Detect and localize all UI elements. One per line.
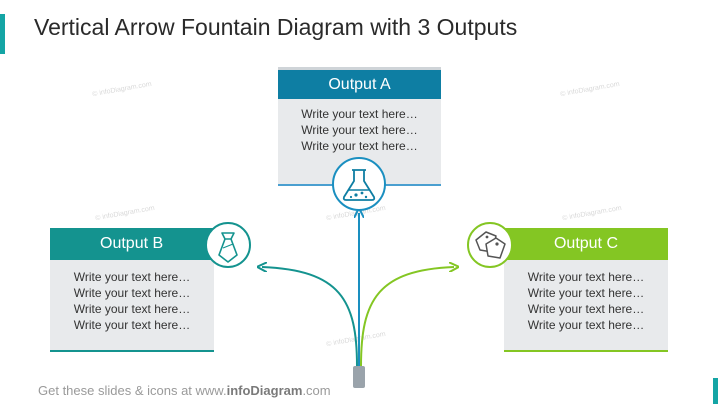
footer-prefix: Get these slides & icons at www. — [38, 383, 227, 398]
output-b-header: Output B — [50, 228, 214, 260]
output-a-title: Output A — [328, 75, 391, 93]
output-c-title: Output C — [553, 235, 618, 252]
arrow-to-output-c — [360, 267, 454, 367]
output-c-header: Output C — [504, 228, 668, 260]
slide-title: Vertical Arrow Fountain Diagram with 3 O… — [34, 14, 518, 40]
title-accent-bar — [0, 14, 5, 54]
output-b-line: Write your text here… — [73, 302, 191, 316]
output-b-box: Output B Write your text here… Write you… — [50, 228, 214, 352]
output-a-line: Write your text here… — [301, 107, 418, 121]
price-tags-icon — [467, 222, 513, 268]
output-c-line: Write your text here… — [527, 302, 645, 316]
output-c-line: Write your text here… — [527, 286, 645, 300]
output-b-title: Output B — [100, 235, 164, 252]
output-a-header: Output A — [278, 70, 441, 99]
footer-suffix: .com — [302, 383, 331, 398]
flask-icon — [332, 157, 386, 211]
output-a-line: Write your text here… — [301, 123, 418, 137]
output-a-line: Write your text here… — [301, 139, 418, 153]
output-c-line: Write your text here… — [527, 318, 645, 332]
output-b-line: Write your text here… — [73, 286, 191, 300]
corner-accent-bar — [713, 378, 718, 404]
footer-credit: Get these slides & icons at www.infoDiag… — [38, 383, 331, 398]
output-b-line: Write your text here… — [73, 318, 191, 332]
arrow-to-output-b — [262, 267, 358, 367]
output-c-line: Write your text here… — [527, 270, 645, 284]
fountain-stem — [353, 366, 365, 388]
output-c-box: Output C Write your text here… Write you… — [504, 228, 668, 352]
footer-brand: infoDiagram — [226, 383, 303, 398]
output-a-text: Write your text here… Write your text he… — [278, 99, 441, 154]
output-c-text: Write your text here… Write your text he… — [504, 260, 668, 333]
necktie-icon — [205, 222, 251, 268]
output-b-text: Write your text here… Write your text he… — [50, 260, 214, 333]
output-b-line: Write your text here… — [73, 270, 191, 284]
